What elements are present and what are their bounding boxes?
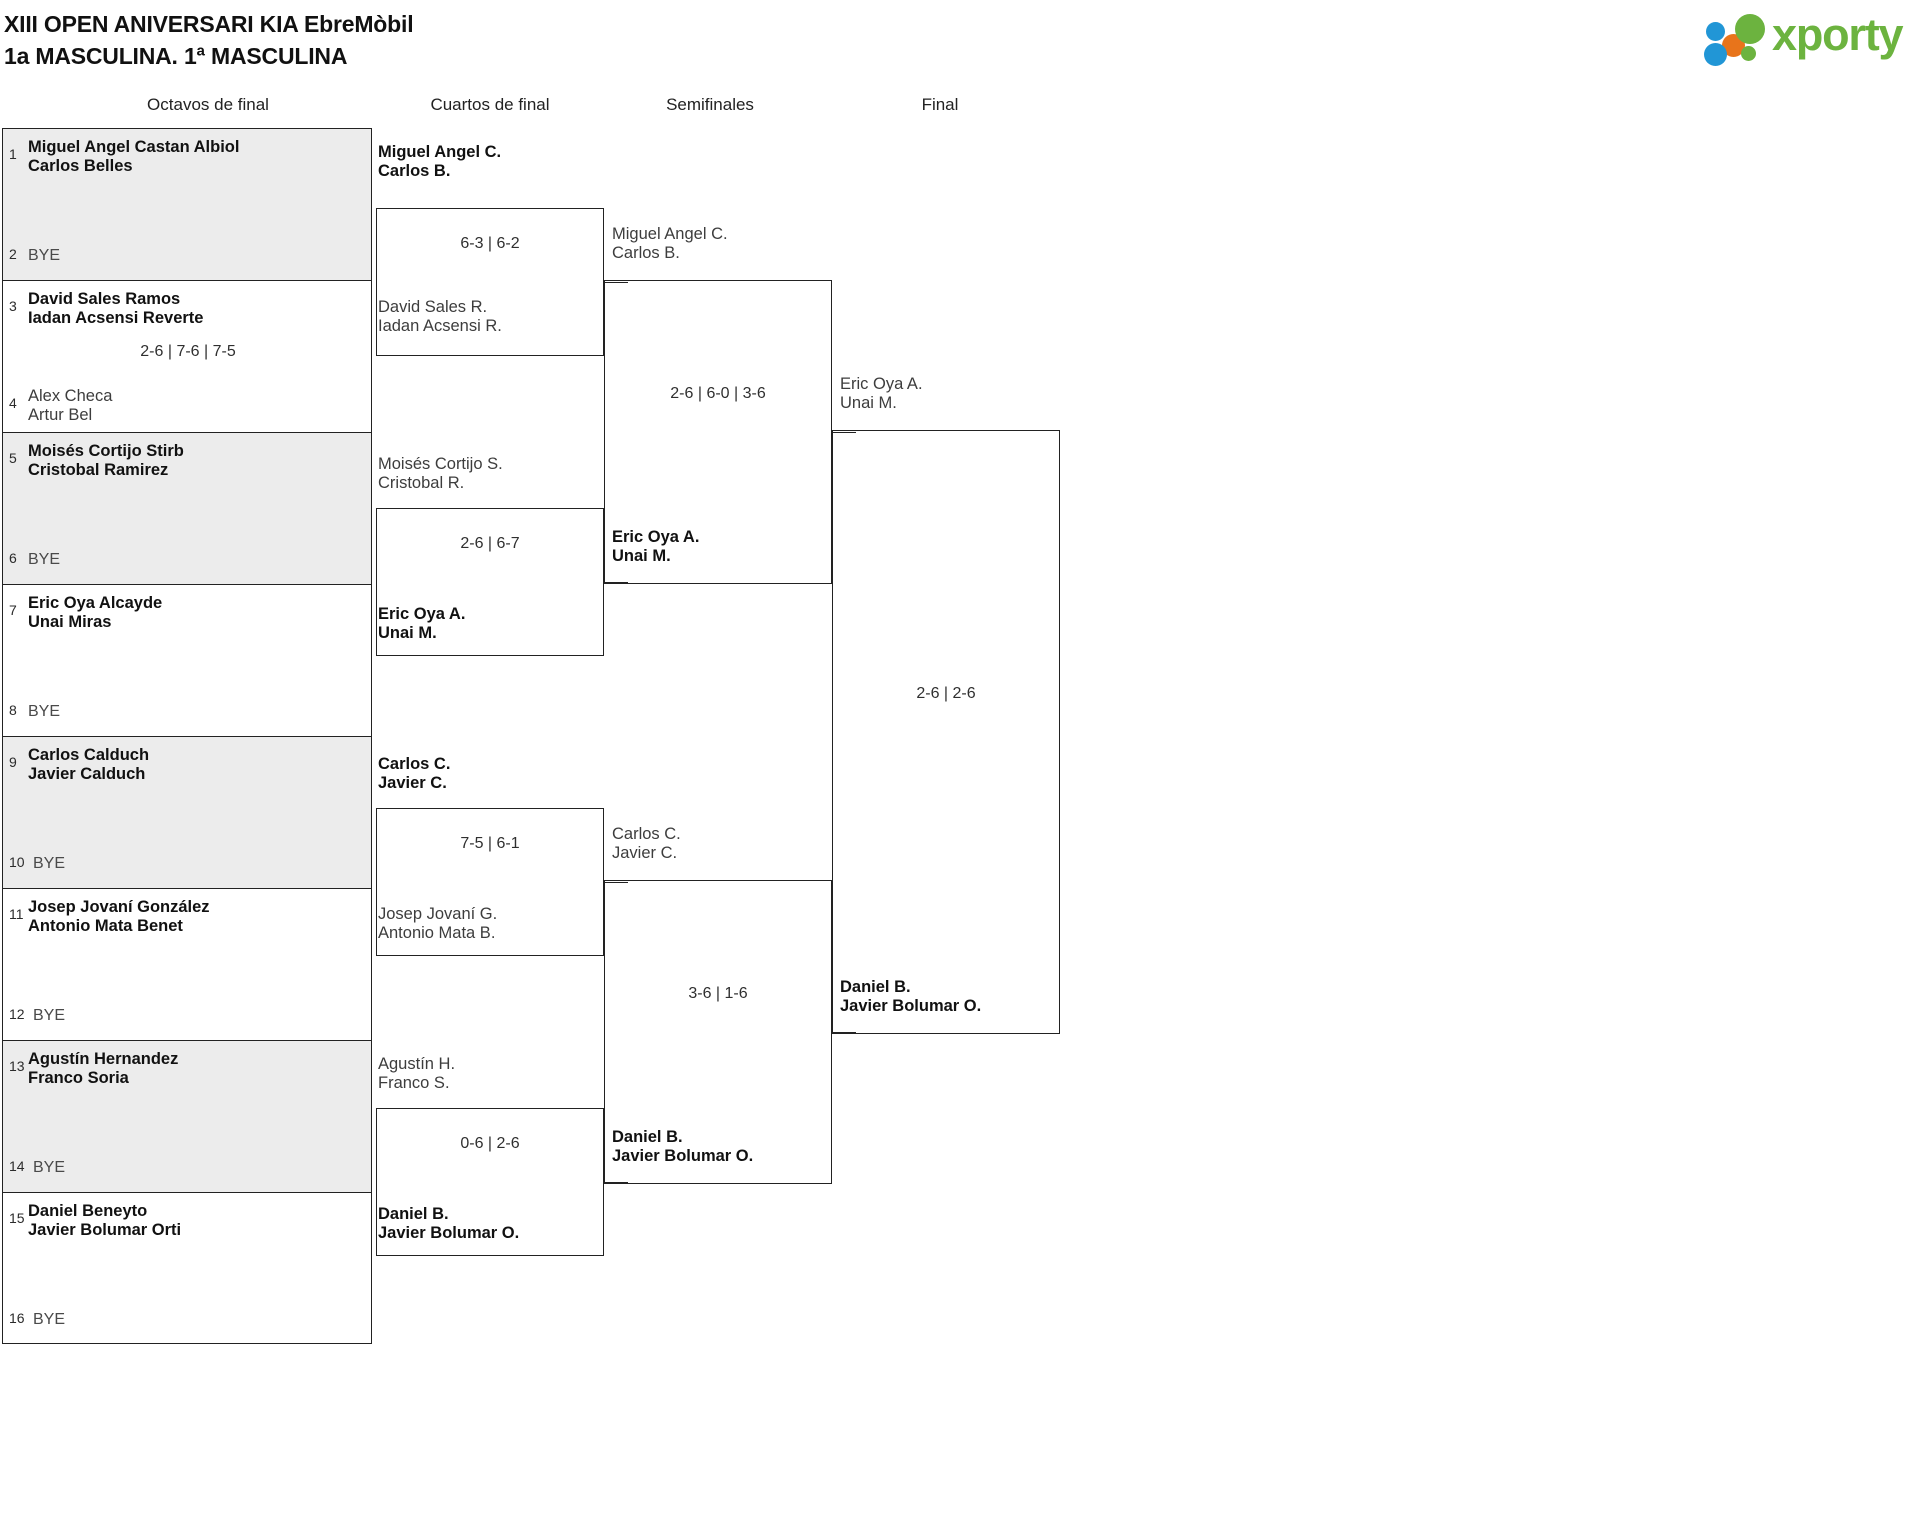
r2-match-1-connector	[604, 282, 628, 283]
r2-team-top: Carlos C. Javier C.	[378, 755, 451, 792]
xporty-logo: xporty	[1700, 8, 1910, 66]
seed-number: 15	[9, 1210, 25, 1226]
seed-number: 14	[9, 1158, 25, 1174]
r3-match-2-box[interactable]	[604, 880, 832, 1184]
r1-team: Carlos Calduch Javier Calduch	[28, 746, 150, 783]
seed-number: 5	[9, 450, 17, 466]
seed-number: 9	[9, 754, 17, 770]
r2-score-3: 7-5 | 6-1	[460, 835, 520, 852]
r2-team-bottom: Eric Oya A. Unai M.	[378, 605, 466, 642]
r3-match-2-connector	[832, 1032, 856, 1033]
seed-number: 8	[9, 702, 17, 718]
r1-team: Eric Oya Alcayde Unai Miras	[28, 594, 163, 631]
r1-team: Agustín Hernandez Franco Soria	[28, 1050, 179, 1087]
r2-team-top: Miguel Angel C. Carlos B.	[378, 143, 502, 180]
r2-score-2: 2-6 | 6-7	[460, 535, 520, 552]
r2-match-4-box[interactable]	[376, 1108, 604, 1256]
r2-team-top: Agustín H. Franco S.	[378, 1055, 456, 1092]
r3-match-1-connector	[832, 432, 856, 433]
r1-pair-6[interactable]: 11 Josep Jovaní González Antonio Mata Be…	[2, 888, 372, 1040]
logo-dot-blue-bottom	[1704, 43, 1727, 66]
seed-number: 7	[9, 602, 17, 618]
r2-team-top: Moisés Cortijo S. Cristobal R.	[378, 455, 503, 492]
r1-team: BYE	[33, 855, 66, 872]
seed-number: 10	[9, 854, 25, 870]
logo-dot-green-big	[1735, 14, 1765, 44]
r2-match-3-box[interactable]	[376, 808, 604, 956]
r1-team: BYE	[33, 1311, 66, 1328]
r1-pair-4[interactable]: 7 Eric Oya Alcayde Unai Miras 8 BYE	[2, 584, 372, 736]
r1-team: Moisés Cortijo Stirb Cristobal Ramirez	[28, 442, 184, 479]
r2-match-1-box[interactable]	[376, 208, 604, 356]
seed-number: 6	[9, 550, 17, 566]
r3-score-1: 2-6 | 6-0 | 3-6	[670, 385, 766, 402]
r4-final-box[interactable]	[832, 430, 1060, 1034]
round-header-final: Final	[921, 95, 959, 114]
seed-number: 16	[9, 1310, 25, 1326]
seed-number: 12	[9, 1006, 25, 1022]
r1-pair-5[interactable]: 9 Carlos Calduch Javier Calduch 10 BYE	[2, 736, 372, 888]
r1-pair-3[interactable]: 5 Moisés Cortijo Stirb Cristobal Ramirez…	[2, 432, 372, 584]
r3-score-2: 3-6 | 1-6	[688, 985, 748, 1002]
r3-team-top: Carlos C. Javier C.	[612, 825, 681, 862]
r2-match-2-connector	[604, 582, 628, 583]
r3-team-bottom: Eric Oya A. Unai M.	[612, 528, 700, 565]
r1-pair-8[interactable]: 15 Daniel Beneyto Javier Bolumar Orti 16…	[2, 1192, 372, 1344]
r3-team-top: Miguel Angel C. Carlos B.	[612, 225, 728, 262]
r1-pair-2[interactable]: 3 David Sales Ramos Iadan Acsensi Revert…	[2, 280, 372, 432]
r2-match-2-box[interactable]	[376, 508, 604, 656]
r2-team-bottom: David Sales R. Iadan Acsensi R.	[378, 298, 502, 335]
r1-team: BYE	[28, 703, 61, 720]
r2-score-4: 0-6 | 2-6	[460, 1135, 520, 1152]
seed-number: 4	[9, 395, 17, 411]
r1-team: BYE	[28, 551, 61, 568]
r3-team-bottom: Daniel B. Javier Bolumar O.	[612, 1128, 754, 1165]
page-subtitle: 1a MASCULINA. 1ª MASCULINA	[4, 43, 348, 69]
r2-match-4-connector	[604, 1182, 628, 1183]
r1-score: 2-6 | 7-6 | 7-5	[140, 343, 236, 360]
r1-pair-7[interactable]: 13 Agustín Hernandez Franco Soria 14 BYE	[2, 1040, 372, 1192]
tournament-title-block: XIII OPEN ANIVERSARI KIA EbreMòbil 1a MA…	[4, 8, 414, 72]
r1-pair-1[interactable]: 1 Miguel Angel Castan Albiol Carlos Bell…	[2, 128, 372, 280]
seed-number: 13	[9, 1058, 25, 1074]
round-header-octavos: Octavos de final	[147, 95, 269, 114]
logo-dot-blue-top	[1706, 22, 1725, 41]
seed-number: 1	[9, 146, 17, 162]
seed-number: 2	[9, 246, 17, 262]
page-title: XIII OPEN ANIVERSARI KIA EbreMòbil	[4, 11, 414, 37]
logo-wordmark: xporty	[1772, 9, 1904, 60]
seed-number: 11	[9, 906, 24, 922]
r1-team: Alex Checa Artur Bel	[28, 387, 113, 424]
r1-team: Josep Jovaní González Antonio Mata Benet	[28, 898, 210, 935]
seed-number: 3	[9, 298, 17, 314]
r2-match-3-connector	[604, 882, 628, 883]
r1-team: Daniel Beneyto Javier Bolumar Orti	[28, 1202, 182, 1239]
round-header-cuartos: Cuartos de final	[430, 95, 550, 114]
r4-score: 2-6 | 2-6	[916, 685, 976, 702]
r1-team: BYE	[33, 1007, 66, 1024]
r1-team: BYE	[28, 247, 61, 264]
r2-team-bottom: Daniel B. Javier Bolumar O.	[378, 1205, 520, 1242]
r1-team: David Sales Ramos Iadan Acsensi Reverte	[28, 290, 204, 327]
r3-match-1-box[interactable]	[604, 280, 832, 584]
r4-team-bottom-champion: Daniel B. Javier Bolumar O.	[840, 978, 982, 1015]
r1-team: Miguel Angel Castan Albiol Carlos Belles	[28, 138, 240, 175]
r2-team-bottom: Josep Jovaní G. Antonio Mata B.	[378, 905, 498, 942]
logo-dot-green-small	[1741, 46, 1756, 61]
r4-team-top: Eric Oya A. Unai M.	[840, 375, 923, 412]
round-header-semifinales: Semifinales	[666, 95, 754, 114]
r2-score-1: 6-3 | 6-2	[460, 235, 520, 252]
r1-team: BYE	[33, 1159, 66, 1176]
